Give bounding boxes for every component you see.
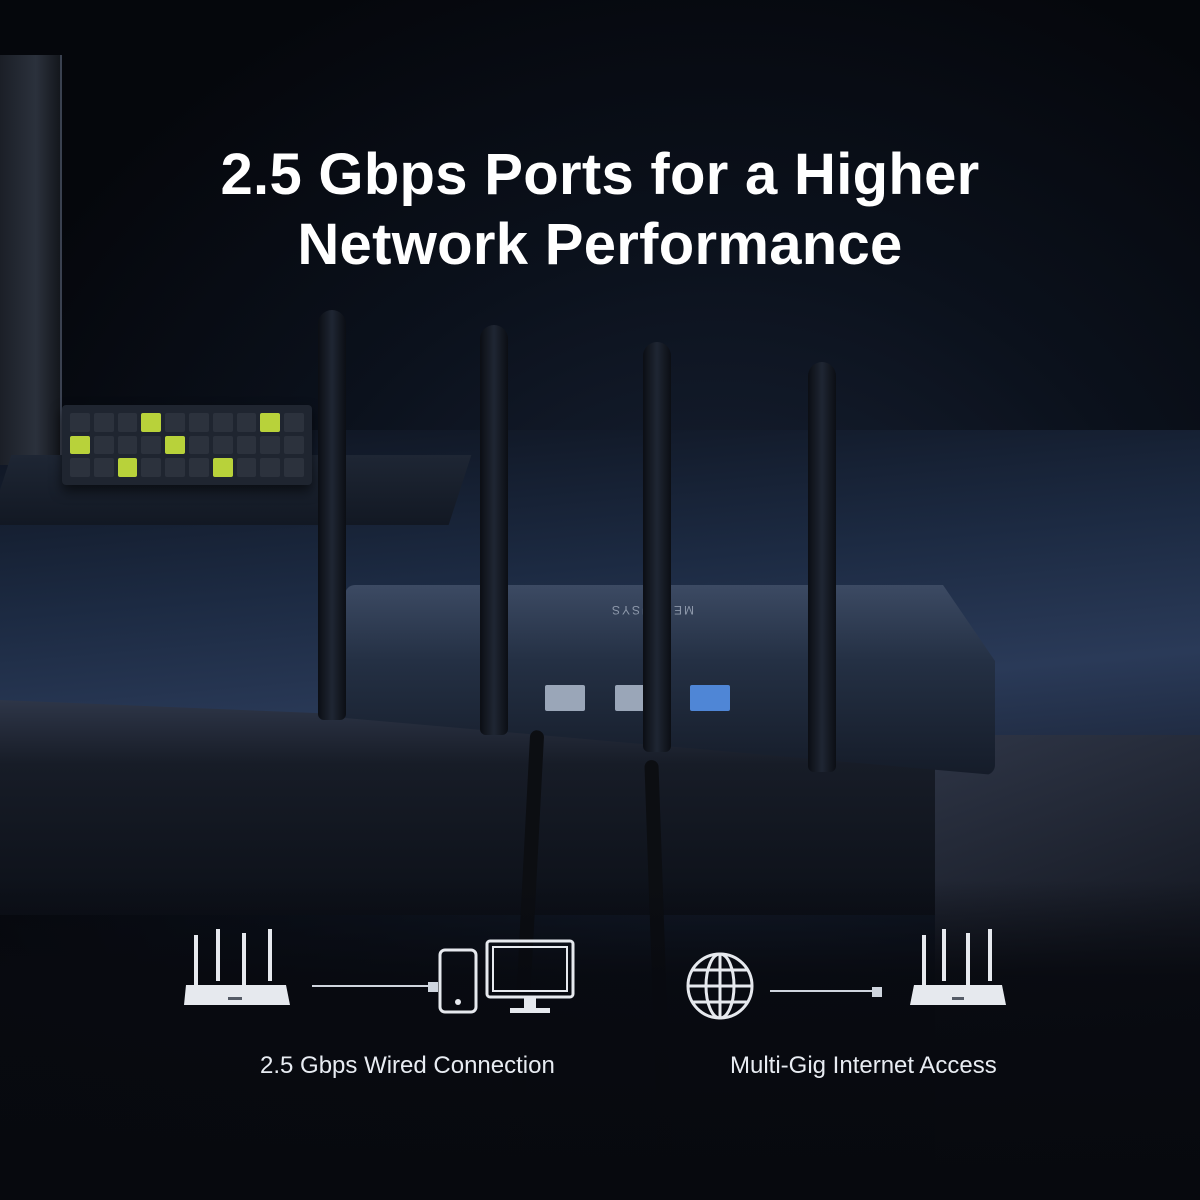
ethernet-port	[545, 685, 585, 711]
wan-port	[690, 685, 730, 711]
globe-icon	[686, 952, 754, 1020]
headline: 2.5 Gbps Ports for a Higher Network Perf…	[0, 140, 1200, 280]
keyboard	[62, 405, 312, 485]
antenna	[318, 310, 346, 720]
antenna	[808, 362, 836, 772]
antenna	[480, 325, 508, 735]
feature-caption-multigig: Multi-Gig Internet Access	[730, 1052, 997, 1079]
connection-line	[312, 982, 438, 992]
router-icon	[910, 929, 1006, 1005]
headline-line-2: Network Performance	[297, 212, 903, 277]
feature-caption-wired: 2.5 Gbps Wired Connection	[260, 1052, 555, 1079]
antenna	[643, 342, 671, 752]
phone-icon	[438, 948, 478, 1014]
desktop-monitor-icon	[485, 939, 575, 1013]
connection-line	[770, 987, 882, 997]
headline-line-1: 2.5 Gbps Ports for a Higher	[220, 142, 980, 207]
monitor-stand	[0, 55, 62, 465]
router-icon	[184, 929, 290, 1005]
bottom-shade	[0, 880, 1200, 1200]
